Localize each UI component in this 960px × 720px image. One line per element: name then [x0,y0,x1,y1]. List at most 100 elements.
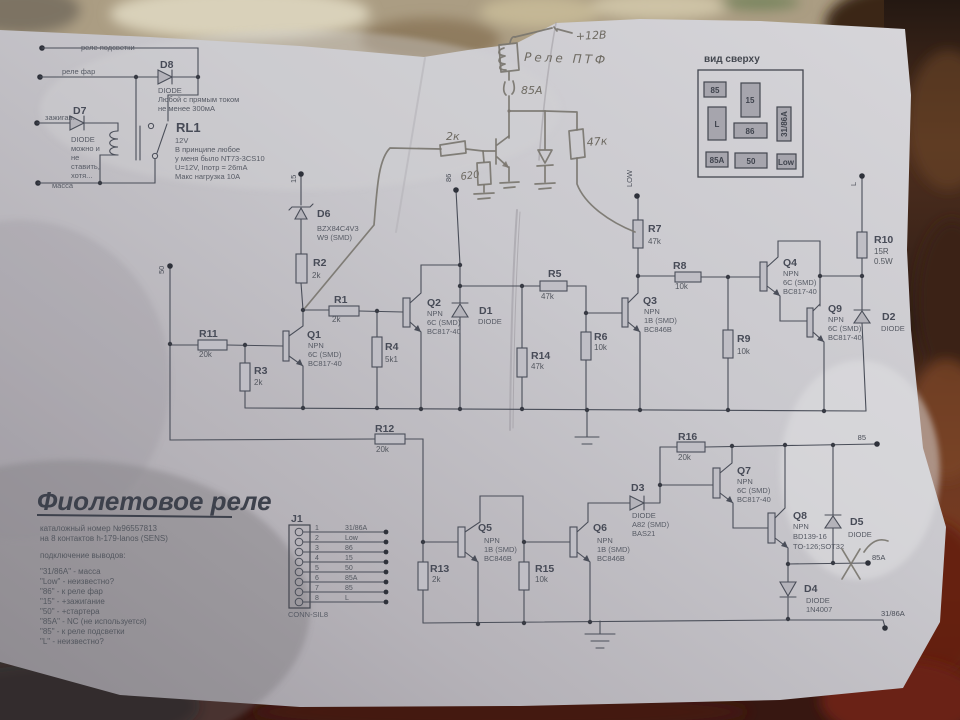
r9-ref: R9 [737,333,751,345]
q7-l1: NPN [737,477,753,486]
relay-subcircuit: реле подсветки реле фар зажиган. масса D… [34,43,265,190]
r13-val: 2k [432,575,441,584]
top-view-pin-85 [703,81,727,98]
svg-text:Low: Low [345,535,359,542]
relay-wires [36,47,201,186]
q6-ref: Q6 [593,522,607,534]
net-3186a: 31/86A [881,609,905,618]
r12-ref: R12 [375,423,394,435]
d2-ref: D2 [882,311,896,323]
d6-l2: W9 (SMD) [317,233,352,242]
diode-d4 [779,581,797,598]
rl1-ref: RL1 [176,120,201,135]
net-low: LOW [625,169,634,187]
resistor-r12 [374,433,406,445]
net-pads: 50 15 86 LOW L 85 85A 31/86A [157,169,905,631]
resistor-r15 [518,561,530,591]
diode-d5 [823,514,843,529]
r6-val: 10k [594,343,608,352]
top-view-pin-low [776,153,797,170]
svg-text:4: 4 [315,555,319,562]
r2-val: 2k [312,271,321,280]
rl1-l2: В принципе любое [175,145,240,154]
q7-ref: Q7 [737,465,751,477]
svg-text:6: 6 [315,575,319,582]
net-label-rele-podsvetki: реле подсветки [81,43,135,52]
q9-ref: Q9 [828,303,842,315]
j1-connector: J1 1 2 3 4 5 6 7 8 [288,513,389,619]
rl1-l4: U=12V, Iпотр = 26mA [175,163,248,172]
top-view-pin-l-label: L [715,120,720,129]
rl1-l3: у меня было NT73-3CS10 [175,154,265,163]
r8-ref: R8 [673,260,687,272]
d6-ref: D6 [317,208,331,220]
relay-coil-symbol [109,125,141,161]
pinout-line-7: "85" - к реле подсветки [40,627,125,636]
net-15: 15 [289,175,298,183]
relay-contact-symbol [147,122,168,160]
q3-l3: BC846B [644,325,672,334]
diode-d1 [451,302,469,318]
transistor-q8 [767,512,776,544]
top-view-pin-low-label: Low [778,158,795,167]
q2-ref: Q2 [427,297,441,309]
top-view-pin-86-label: 86 [746,127,755,136]
d3-l2: A82 (SMD) [632,520,670,529]
resistor-r4 [371,336,383,368]
q9-l3: BC817-40 [828,333,862,342]
d1-l1: DIODE [478,317,502,326]
d7-type: DIODE [71,135,95,144]
d4-ref: D4 [804,583,818,595]
r4-ref: R4 [385,341,399,353]
r1-val: 2k [332,315,341,324]
r2-ref: R2 [313,257,327,269]
printed-schematic: реле подсветки реле фар зажиган. масса D… [34,43,905,649]
q1-ref: Q1 [307,329,321,341]
pencil-resistor-2k [439,140,484,157]
j1-rows [294,527,389,607]
r15-ref: R15 [535,563,554,575]
r16-ref: R16 [678,431,697,443]
q3-ref: Q3 [643,295,657,307]
net-85: 85 [858,433,866,442]
top-view-pin-15 [740,82,761,118]
top-view-title: вид сверху [704,54,760,65]
j1-pin-nets: 31/86A Low 86 15 50 85A 85 L [345,525,368,602]
diode-symbols [288,203,872,598]
svg-text:3: 3 [315,545,319,552]
paper-shading-and-creases [0,22,940,720]
diode-d3 [629,495,646,511]
net-label-rele-far: реле фар [62,67,95,76]
r11-ref: R11 [199,328,218,340]
q5-l2: 1B (SMD) [484,545,517,554]
resistor-r8 [674,271,702,283]
r16-val: 20k [678,453,692,462]
q4-l2: 6C (SMD) [783,278,817,287]
r5-ref: R5 [548,268,562,280]
diode-d6-zener [288,203,314,220]
q2-l1: NPN [427,309,443,318]
component-labels: D6 BZX84C4V3 W9 (SMD) R2 2k R1 2k R11 20… [199,208,905,614]
q6-l3: BC846B [597,554,625,563]
d8-ref: D8 [160,59,174,71]
j1-ref: J1 [291,513,303,525]
q9-l1: NPN [828,315,844,324]
transistor-q5 [457,526,466,558]
diode-d2 [852,309,872,324]
svg-text:5: 5 [315,565,319,572]
resistor-r2 [295,253,308,284]
catalog-line2: на 8 контактов h-179-lanos (SENS) [40,534,168,543]
d7-note1: можно и [71,144,100,153]
r10-val: 15R [874,247,889,256]
pencil-label-rele-ptf: Реле ПТФ [524,50,609,67]
pencil-label-12v: +12В [575,28,606,43]
q9-l2: 6C (SMD) [828,324,862,333]
d8-note2: не менее 300мА [158,104,215,113]
net-label-ignition: зажиган. [45,113,75,122]
q1-l2: 6C (SMD) [308,350,342,359]
q4-l3: BC817-40 [783,287,817,296]
q7-l2: 6C (SMD) [737,486,771,495]
top-view-pin-3186a [776,106,792,142]
svg-text:8: 8 [315,595,319,602]
